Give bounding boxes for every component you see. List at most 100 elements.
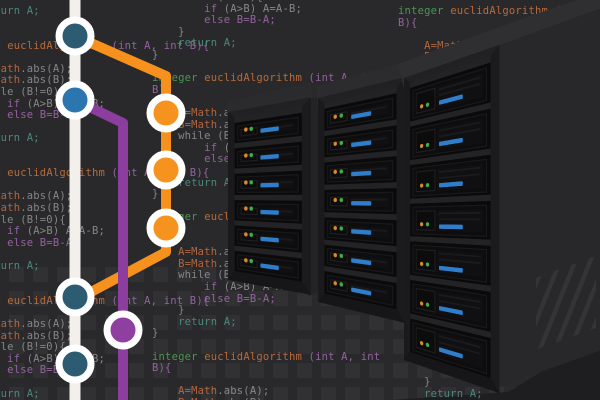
led-panel xyxy=(240,258,258,269)
led-green-icon xyxy=(249,153,253,158)
vent-panel xyxy=(349,165,389,178)
vent-panel xyxy=(349,196,389,207)
led-green-icon xyxy=(249,232,253,237)
led-green-icon xyxy=(339,253,343,259)
led-green-icon xyxy=(425,302,430,308)
code-line: return A; xyxy=(0,132,40,145)
drive-bay-stripe xyxy=(438,306,463,316)
vent-panel xyxy=(349,283,389,301)
led-panel xyxy=(415,169,436,192)
server-face xyxy=(326,274,394,307)
server-face xyxy=(412,204,488,238)
vent-panel xyxy=(349,134,389,149)
drive-bay-stripe xyxy=(260,263,279,271)
led-orange-icon xyxy=(333,280,338,286)
code-line: } xyxy=(152,327,159,340)
led-orange-icon xyxy=(333,225,338,230)
led-green-icon xyxy=(425,182,430,187)
drive-bay-stripe xyxy=(438,224,463,229)
vent-panel xyxy=(436,208,483,233)
code-line: return A; xyxy=(152,37,237,50)
code-line: while (B!=0){ xyxy=(0,213,66,226)
side-vent-stripes-icon xyxy=(536,256,596,350)
drive-bay-stripe xyxy=(438,265,463,273)
code-line: B){ xyxy=(152,362,172,375)
drive-bay-stripe xyxy=(438,347,463,359)
code-line: while (B!=0){ xyxy=(0,86,66,98)
drive-bay-stripe xyxy=(351,170,372,177)
code-line: A=Math.abs(A); xyxy=(0,190,73,203)
code-line: B){ xyxy=(152,223,172,235)
led-orange-icon xyxy=(244,153,248,159)
server-unit xyxy=(234,245,302,282)
led-green-icon xyxy=(249,258,253,264)
drive-bay-stripe xyxy=(351,229,372,236)
code-line: return A; xyxy=(398,387,483,400)
led-orange-icon xyxy=(333,169,338,175)
vent-panel xyxy=(436,250,483,278)
server-face xyxy=(326,160,394,183)
led-green-icon xyxy=(339,112,343,118)
code-line: return A; xyxy=(152,176,237,189)
code-line: B=Math.abs(B); xyxy=(0,202,73,214)
led-orange-icon xyxy=(333,253,338,258)
server-rack xyxy=(318,76,406,324)
led-panel xyxy=(330,139,348,152)
led-panel xyxy=(330,252,348,264)
led-orange-icon xyxy=(244,258,248,263)
led-orange-icon xyxy=(419,103,424,109)
led-panel xyxy=(330,224,348,235)
led-orange-icon xyxy=(419,301,424,307)
vent-panel xyxy=(349,225,389,239)
led-panel xyxy=(240,153,258,163)
code-line: else B=B-A; xyxy=(152,14,276,27)
code-line: else B=B-A; xyxy=(152,292,276,305)
code-line: } xyxy=(152,49,159,61)
drive-bay-stripe xyxy=(260,126,279,134)
drive-bay-stripe xyxy=(351,258,372,266)
led-green-icon xyxy=(425,222,430,227)
led-panel xyxy=(330,168,348,179)
led-orange-icon xyxy=(244,232,248,237)
led-green-icon xyxy=(339,225,343,231)
led-orange-icon xyxy=(244,206,248,211)
led-panel xyxy=(240,232,258,242)
led-panel xyxy=(415,327,436,354)
led-green-icon xyxy=(425,342,430,348)
code-line: A=Math.abs(A); xyxy=(0,62,73,75)
code-line: else B=B-A; xyxy=(7,109,79,122)
code-line: B=Math.abs(B); xyxy=(152,397,269,400)
led-panel xyxy=(240,179,258,189)
vent-panel xyxy=(259,179,295,189)
server-face xyxy=(237,253,299,279)
server-unit xyxy=(324,150,397,185)
led-panel xyxy=(415,128,436,153)
server-unit xyxy=(324,182,397,215)
server-face xyxy=(412,158,488,197)
server-face xyxy=(237,202,299,221)
led-panel xyxy=(415,209,436,232)
vent-panel xyxy=(259,260,295,274)
led-green-icon xyxy=(339,169,343,174)
rack-side-panel xyxy=(497,8,600,388)
drive-bay-stripe xyxy=(351,200,372,206)
drive-bay-stripe xyxy=(260,209,279,215)
code-line: if (A>B) A=A-B; xyxy=(152,2,303,15)
vent-panel xyxy=(259,150,295,162)
server-unit xyxy=(234,194,302,224)
code-line: return A; xyxy=(0,4,40,17)
led-panel xyxy=(415,249,436,273)
led-green-icon xyxy=(425,262,430,268)
server-unit xyxy=(234,165,302,195)
code-line: } xyxy=(152,25,185,38)
server-unit xyxy=(410,194,491,241)
led-orange-icon xyxy=(333,141,338,147)
led-orange-icon xyxy=(419,143,424,149)
led-orange-icon xyxy=(333,197,338,202)
server-face xyxy=(237,174,299,193)
code-line: B){ xyxy=(152,83,172,96)
led-orange-icon xyxy=(244,127,248,133)
led-orange-icon xyxy=(419,340,424,346)
led-green-icon xyxy=(249,126,253,132)
vent-panel xyxy=(349,254,389,270)
